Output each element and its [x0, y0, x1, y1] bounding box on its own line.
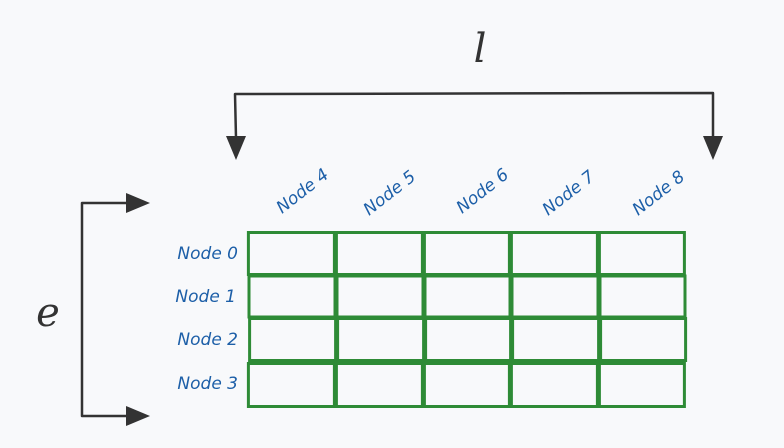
matrix-cell-r1-c1 — [335, 274, 425, 319]
matrix-cell-r3-c1 — [334, 362, 424, 408]
column-label-node-8: Node 8 — [629, 167, 689, 220]
matrix-cell-r1-c2 — [423, 274, 512, 319]
matrix-cell-r0-c2 — [422, 231, 511, 276]
matrix-cell-r0-c0 — [246, 231, 336, 276]
column-labels: Node 4 Node 5 Node 6 Node 7 Node 8 — [273, 165, 689, 220]
matrix-cell-r0-c3 — [509, 231, 599, 276]
column-label-node-4: Node 4 — [273, 165, 333, 218]
matrix-cell-r0-c1 — [334, 231, 424, 276]
matrix-cell-r1-c3 — [510, 274, 600, 319]
matrix-grid — [246, 231, 688, 408]
matrix-cell-r0-c4 — [597, 231, 686, 276]
matrix-cell-r3-c0 — [246, 362, 336, 408]
matrix-cell-r2-c3 — [511, 317, 601, 362]
column-label-node-7: Node 7 — [539, 167, 599, 220]
matrix-cell-r2-c2 — [424, 317, 513, 362]
matrix-cell-r2-c1 — [336, 317, 426, 362]
l-bracket-arrow — [233, 91, 715, 140]
row-label-node-0: Node 0 — [177, 244, 238, 264]
e-arrowhead-top — [126, 193, 150, 213]
matrix-cell-r1-c4 — [598, 274, 687, 319]
matrix-cell-r3-c2 — [422, 362, 511, 408]
row-label-node-2: Node 2 — [177, 330, 238, 350]
row-label-node-1: Node 1 — [175, 287, 236, 307]
e-label: e — [36, 290, 60, 336]
matrix-cell-r1-c0 — [247, 274, 337, 319]
e-arrowhead-bottom — [126, 406, 150, 426]
matrix-cell-r2-c4 — [599, 317, 688, 362]
row-labels: Node 0 Node 1 Node 2 Node 3 — [175, 244, 238, 394]
matrix-cell-r3-c3 — [509, 362, 599, 408]
l-arrowhead-left — [226, 136, 246, 160]
column-label-node-6: Node 6 — [453, 165, 513, 218]
l-label: l — [474, 26, 487, 72]
column-label-node-5: Node 5 — [360, 167, 420, 220]
matrix-cell-r2-c0 — [248, 317, 338, 362]
matrix-cell-r3-c4 — [597, 362, 686, 408]
l-arrowhead-right — [703, 136, 723, 160]
e-bracket-arrow — [80, 201, 130, 418]
row-label-node-3: Node 3 — [177, 374, 238, 394]
